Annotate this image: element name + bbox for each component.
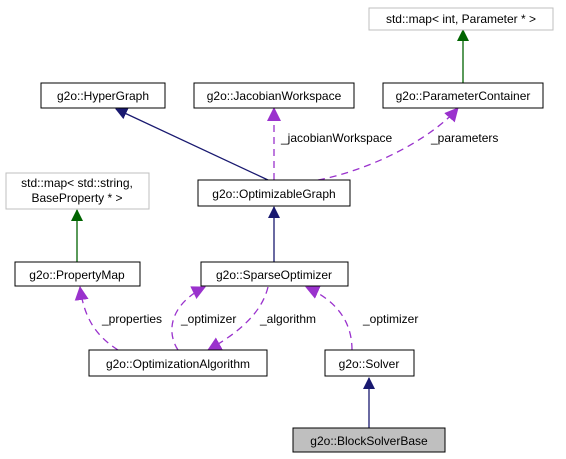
edge-label-algorithm: _algorithm <box>259 312 316 326</box>
edge-usage-parameters <box>317 107 459 181</box>
node-label-line-1: std::map< std::string, <box>21 176 133 190</box>
node-label: g2o::OptimizationAlgorithm <box>106 357 250 371</box>
edge-label-optimizer-algo: _optimizer <box>180 312 236 326</box>
edge-label-optimizer-solver: _optimizer <box>362 312 418 326</box>
edge-label-properties: _properties <box>101 312 162 326</box>
edge-usage-optimizer-solver <box>305 285 353 351</box>
node-map-string-baseproperty: std::map< std::string, BaseProperty * > <box>5 172 150 210</box>
node-label: std::map< int, Parameter * > <box>386 12 536 26</box>
node-solver[interactable]: g2o::Solver <box>324 349 415 377</box>
node-label: g2o::BlockSolverBase <box>310 434 428 448</box>
node-label: g2o::OptimizableGraph <box>212 187 335 201</box>
node-parameter-container[interactable]: g2o::ParameterContainer <box>382 82 544 109</box>
node-label: g2o::ParameterContainer <box>396 89 531 103</box>
node-property-map[interactable]: g2o::PropertyMap <box>14 261 141 287</box>
edge-usage-properties <box>74 286 119 351</box>
edge-label-parameters: _parameters <box>430 131 498 145</box>
node-label-line-2: BaseProperty * > <box>31 191 122 205</box>
node-label: g2o::JacobianWorkspace <box>207 89 342 103</box>
node-label: g2o::HyperGraph <box>57 89 149 103</box>
node-sparse-optimizer[interactable]: g2o::SparseOptimizer <box>200 261 349 287</box>
node-hypergraph[interactable]: g2o::HyperGraph <box>40 82 166 109</box>
node-block-solver-base: g2o::BlockSolverBase <box>292 427 446 453</box>
edge-usage-algorithm <box>207 286 269 351</box>
node-optimizable-graph[interactable]: g2o::OptimizableGraph <box>197 179 351 207</box>
node-optimization-algorithm[interactable]: g2o::OptimizationAlgorithm <box>88 349 268 377</box>
node-label: g2o::SparseOptimizer <box>216 268 332 282</box>
node-jacobian-workspace[interactable]: g2o::JacobianWorkspace <box>193 82 355 109</box>
edge-label-jacobian-workspace: _jacobianWorkspace <box>280 131 393 145</box>
node-label: g2o::Solver <box>339 357 400 371</box>
node-label: g2o::PropertyMap <box>29 268 125 282</box>
edge-inherit-hypergraph <box>115 108 269 181</box>
node-map-int-parameter: std::map< int, Parameter * > <box>368 7 554 31</box>
edge-usage-optimizer-algo <box>171 286 206 351</box>
